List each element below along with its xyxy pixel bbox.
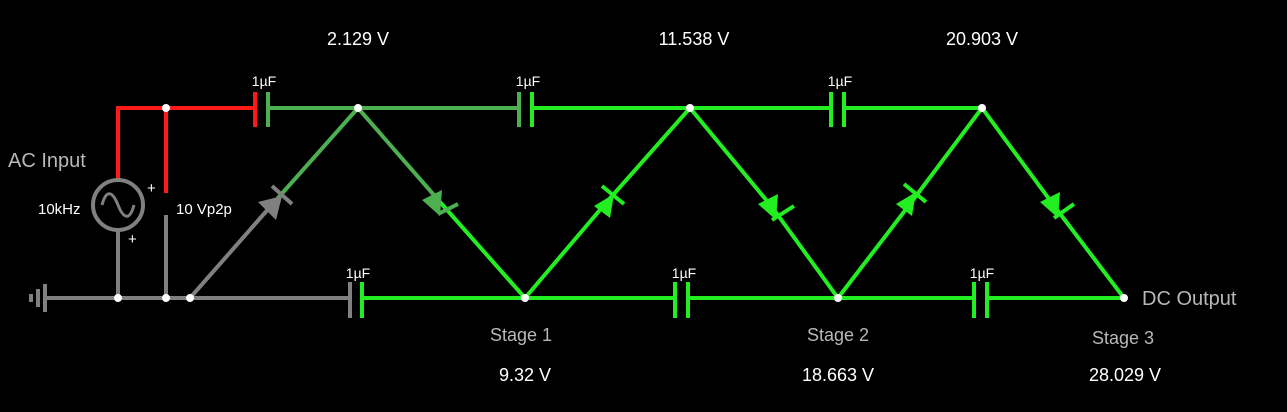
bottom-voltage-3: 28.029 V <box>1089 365 1161 385</box>
sine-wave-icon <box>100 192 136 218</box>
diode-4[interactable] <box>758 194 796 222</box>
ac-input-label: AC Input <box>8 150 86 172</box>
stage-3-label: Stage 3 <box>1092 328 1154 348</box>
bottom-voltage-1: 9.32 V <box>499 365 551 385</box>
capacitor-bottom-3[interactable] <box>972 282 989 318</box>
nodes <box>114 104 1128 302</box>
diode-6[interactable] <box>1040 192 1076 220</box>
diode-5[interactable] <box>896 182 928 216</box>
diode-2[interactable] <box>422 190 459 216</box>
dim-green-wires[interactable] <box>268 106 519 209</box>
capacitor-top-3[interactable] <box>829 92 846 127</box>
capacitor-top-2[interactable] <box>517 92 534 127</box>
frequency-label: 10kHz <box>38 201 81 218</box>
cap-bottom-1-label: 1µF <box>346 265 370 281</box>
plus-sign-right: + <box>147 180 156 197</box>
cap-bottom-3-label: 1µF <box>970 265 994 281</box>
capacitor-top-1[interactable] <box>253 92 270 127</box>
top-voltage-3: 20.903 V <box>946 29 1018 49</box>
top-voltage-1: 2.129 V <box>327 29 389 49</box>
plus-sign-bottom: + <box>128 231 137 248</box>
capacitor-bottom-2[interactable] <box>673 282 690 318</box>
stage-1-label: Stage 1 <box>490 325 552 345</box>
ac-source[interactable] <box>91 178 145 232</box>
bright-green-wires[interactable] <box>362 104 1126 302</box>
capacitor-bottom-1[interactable] <box>348 282 364 318</box>
diode-3[interactable] <box>594 184 626 218</box>
cap-top-1-label: 1µF <box>252 73 276 89</box>
gray-wires[interactable] <box>45 205 350 300</box>
cap-bottom-2-label: 1µF <box>672 265 696 281</box>
ground-icon[interactable] <box>29 284 47 312</box>
cap-top-3-label: 1µF <box>828 73 852 89</box>
diode-1[interactable] <box>258 184 294 220</box>
stage-2-label: Stage 2 <box>807 325 869 345</box>
cap-top-2-label: 1µF <box>516 73 540 89</box>
bottom-voltage-2: 18.663 V <box>802 365 874 385</box>
top-voltage-2: 11.538 V <box>659 29 730 49</box>
dc-output-label: DC Output <box>1142 288 1237 310</box>
amplitude-label: 10 Vp2p <box>176 201 232 218</box>
red-wires[interactable] <box>116 106 255 193</box>
